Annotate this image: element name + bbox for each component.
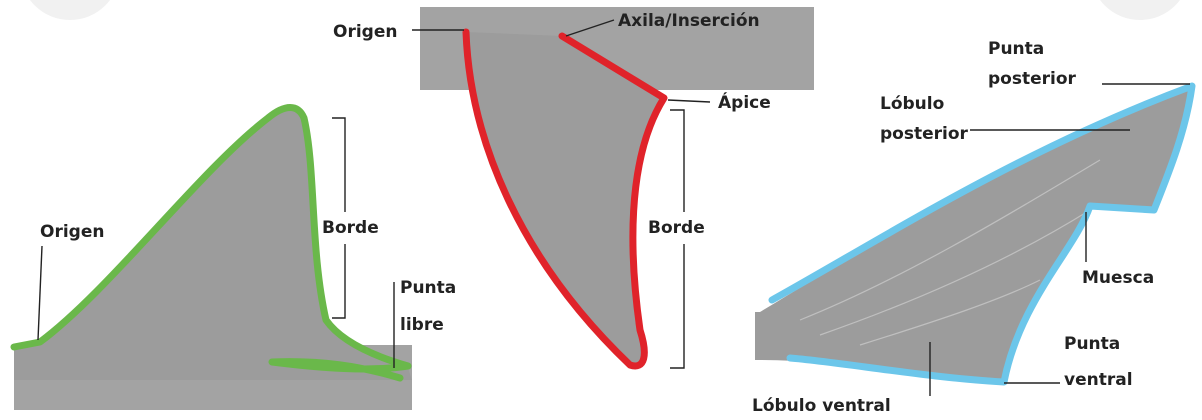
dorsal-fin-outline bbox=[10, 104, 412, 382]
dorsal-origin-label: Origen bbox=[40, 222, 104, 242]
pectoral-fin-group: Origen Axila/Inserción Ápice Borde bbox=[333, 7, 814, 370]
caudal-fin-outline bbox=[768, 82, 1196, 386]
pectoral-margin-bracket bbox=[670, 109, 685, 369]
caudal-fin-rays bbox=[799, 159, 1101, 346]
dorsal-margin-label: Borde bbox=[322, 218, 379, 238]
pectoral-fin-shape bbox=[466, 32, 664, 366]
pectoral-margin-label: Borde bbox=[648, 218, 705, 238]
dorsal-fin-shape bbox=[14, 107, 412, 380]
caudal-upper-lobe-label-line2: posterior bbox=[880, 124, 969, 144]
caudal-notch-label: Muesca bbox=[1082, 268, 1154, 288]
dorsal-fin-group: Origen Borde Punta libre bbox=[10, 104, 456, 410]
pectoral-axil-leader bbox=[565, 19, 615, 37]
caudal-lower-tip-label-line2: ventral bbox=[1064, 370, 1133, 390]
decor-circle-left bbox=[30, 0, 110, 20]
dorsal-free-tip-label-line2: libre bbox=[400, 315, 444, 335]
caudal-lower-tip-label-line1: Punta bbox=[1064, 334, 1120, 354]
pectoral-apex-leader bbox=[667, 99, 711, 103]
caudal-upper-tip-label-line1: Punta bbox=[988, 39, 1044, 59]
pectoral-axil-label: Axila/Inserción bbox=[618, 11, 760, 31]
caudal-fin-group: Punta posterior Lóbulo posterior Muesca … bbox=[752, 39, 1196, 416]
caudal-lower-lobe-label: Lóbulo ventral bbox=[752, 396, 891, 415]
caudal-upper-tip-label-line2: posterior bbox=[988, 69, 1077, 89]
dorsal-margin-bracket bbox=[332, 117, 346, 319]
dorsal-free-tip-label-line1: Punta bbox=[400, 278, 456, 298]
dorsal-origin-leader bbox=[37, 245, 43, 341]
pectoral-apex-label: Ápice bbox=[718, 91, 771, 113]
pectoral-origin-label: Origen bbox=[333, 22, 397, 42]
pectoral-fin-outline bbox=[462, 28, 668, 370]
caudal-fin-shape bbox=[760, 86, 1192, 382]
caudal-upper-lobe-label-line1: Lóbulo bbox=[880, 94, 944, 114]
decor-circle-right bbox=[1100, 0, 1180, 20]
caudal-body-stub bbox=[755, 312, 760, 360]
